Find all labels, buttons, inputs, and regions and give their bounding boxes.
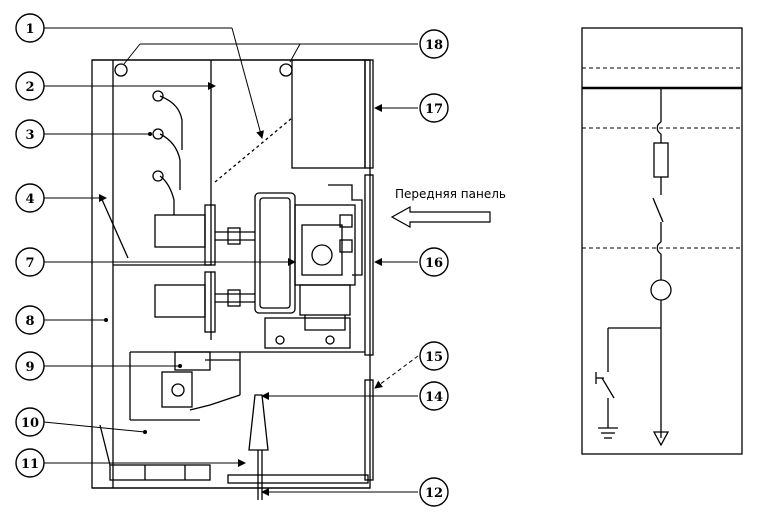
callout-12: 12 [419, 477, 449, 507]
callout-2: 2 [15, 71, 45, 101]
callout-4: 4 [15, 183, 45, 213]
cabinet-outline [91, 59, 371, 489]
callout-8: 8 [15, 305, 45, 335]
callout-9: 9 [15, 351, 45, 381]
callout-1-label: 1 [25, 22, 34, 37]
earthing-switch-symbol [601, 377, 615, 399]
callout-7: 7 [15, 247, 45, 277]
single-line-schematic [581, 27, 743, 455]
callout-17-label: 17 [425, 102, 443, 117]
cabinet-section [91, 59, 374, 500]
ct-symbol [650, 279, 672, 301]
callout-18: 18 [419, 29, 449, 59]
circuit-breaker [215, 184, 363, 349]
callout-14: 14 [419, 381, 449, 411]
callout-11-label: 11 [21, 457, 39, 472]
callout-10: 10 [15, 407, 45, 437]
callout-16-label: 16 [425, 256, 443, 271]
callout-15: 15 [419, 341, 449, 371]
upper-contact-box [154, 214, 206, 248]
callout-10-label: 10 [21, 416, 39, 431]
callout-11: 11 [15, 448, 45, 478]
busbar-insulators [152, 90, 183, 215]
fuse-symbol [653, 142, 669, 178]
front-panel-arrow-icon [390, 205, 491, 229]
lv-compartment [291, 59, 366, 169]
callout-1: 1 [15, 13, 45, 43]
callout-9-label: 9 [25, 360, 34, 375]
lifting-hole-right [279, 63, 293, 77]
callout-3-label: 3 [25, 128, 34, 143]
front-panel-indicator: Передняя панель [390, 187, 506, 229]
callout-3: 3 [15, 119, 45, 149]
front-panel-label: Передняя панель [395, 187, 506, 201]
callout-12-label: 12 [425, 486, 443, 501]
callout-7-label: 7 [25, 256, 34, 271]
lower-contact-box [154, 284, 206, 318]
callout-15-label: 15 [425, 350, 443, 365]
callout-14-label: 14 [425, 390, 443, 405]
callout-8-label: 8 [25, 314, 34, 329]
front-door-middle [364, 174, 374, 356]
front-door-lower [364, 379, 374, 481]
lifting-hole-left [114, 63, 128, 77]
callout-18-label: 18 [425, 38, 443, 53]
callout-17: 17 [419, 93, 449, 123]
leader-lines [43, 27, 419, 496]
cable-termination [248, 394, 269, 500]
callout-4-label: 4 [25, 192, 34, 207]
callout-2-label: 2 [25, 80, 34, 95]
callout-16: 16 [419, 247, 449, 277]
switch-symbol [652, 197, 664, 223]
schematic-frame [581, 27, 743, 455]
front-door-upper [364, 59, 374, 169]
cable-terminal-symbol [652, 431, 670, 447]
earthing-switch [161, 351, 241, 411]
